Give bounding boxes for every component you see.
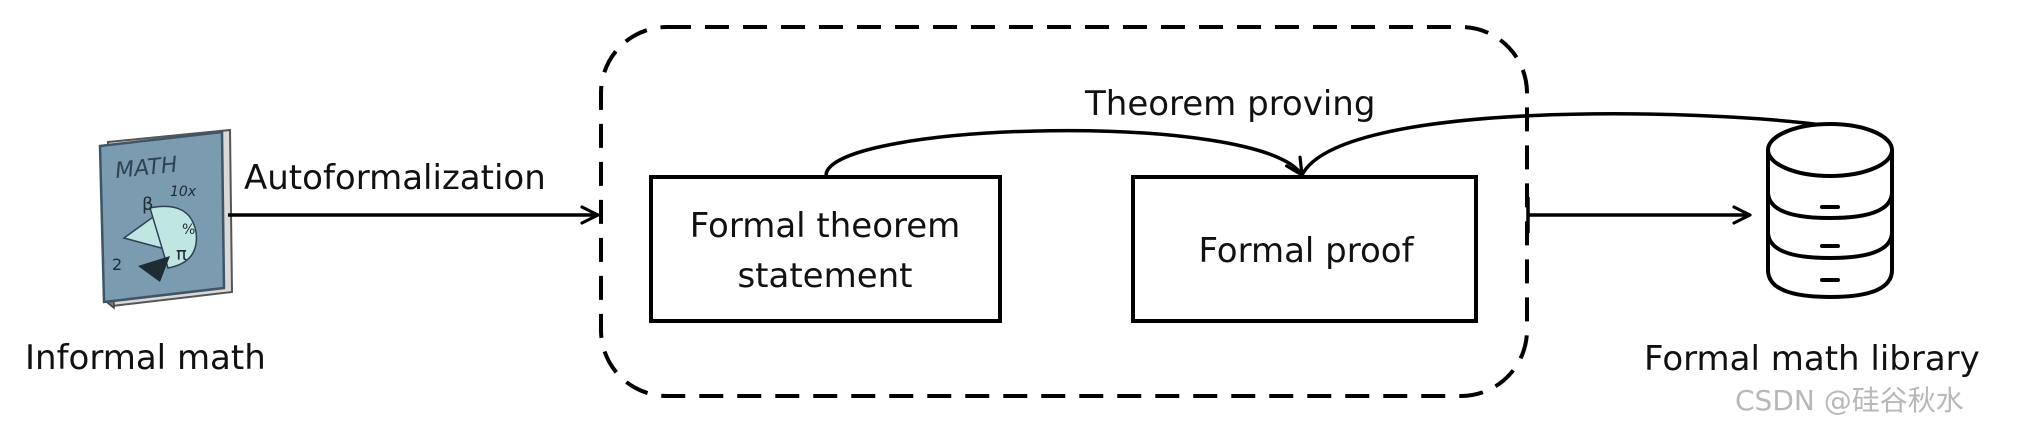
formal-theorem-statement-line1: Formal theorem: [690, 206, 961, 246]
book-symbol-pi: π: [176, 244, 187, 265]
formal-proof-label: Formal proof: [1198, 231, 1414, 271]
watermark: CSDN @硅谷秋水: [1735, 384, 1964, 417]
database-icon: [1766, 122, 1894, 300]
formal-math-library-label: Formal math library: [1644, 339, 1980, 379]
theorem-proving-arrow-from-statement: [824, 128, 1304, 177]
formal-proof-box: [1131, 175, 1478, 323]
math-book-icon: MATH β 10x % π 2: [98, 128, 234, 310]
theorem-proving-label: Theorem proving: [1084, 84, 1375, 124]
informal-math-label: Informal math: [25, 338, 266, 378]
formal-theorem-statement-box: [649, 175, 1002, 323]
dashed-boundary: [599, 25, 1529, 398]
book-symbol-10x: 10x: [170, 184, 197, 200]
book-symbol-percent: %: [182, 222, 195, 238]
autoformalization-label: Autoformalization: [244, 158, 546, 198]
book-symbol-beta: β: [142, 194, 154, 215]
theorem-proving-arrow-from-library: [1300, 112, 1831, 176]
formal-theorem-statement-line2: statement: [737, 256, 912, 296]
book-symbol-two: 2: [112, 255, 122, 274]
